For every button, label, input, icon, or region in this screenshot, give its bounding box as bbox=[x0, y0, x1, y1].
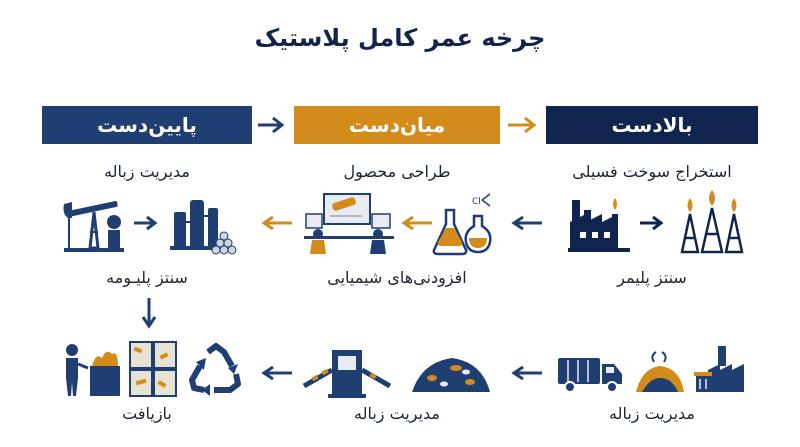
oil-pump-icon bbox=[63, 201, 124, 252]
product-design-icon bbox=[304, 193, 394, 254]
arrow-right-icon bbox=[640, 215, 664, 231]
arrow-left-icon bbox=[511, 215, 542, 231]
garbage-truck-icon bbox=[558, 358, 622, 393]
chemical-flask-icon: Cl bbox=[432, 193, 492, 256]
label-product-design: طراحی محصول bbox=[343, 162, 451, 181]
label-polymer-synthesis-right: سنتز پلیمر bbox=[617, 268, 687, 287]
recycle-icon bbox=[189, 343, 241, 396]
label-polymer-synthesis-left: سنتز پلیـومه bbox=[106, 268, 188, 287]
stage-upstream: بالادست bbox=[546, 106, 758, 144]
stage-midstream: میان‌دست bbox=[294, 106, 500, 144]
arrow-left-icon bbox=[511, 365, 542, 381]
arrow-left-icon bbox=[261, 215, 292, 231]
waste-facility-icon bbox=[694, 346, 744, 392]
label-waste-management-mid: مدیریت زباله bbox=[353, 404, 440, 423]
svg-text:Cl: Cl bbox=[472, 197, 481, 207]
label-waste-management-right: مدیریت زباله bbox=[608, 404, 695, 423]
stage-arrow-2 bbox=[508, 116, 537, 134]
label-chemical-additives: افزودنی‌های شیمیایی bbox=[327, 268, 467, 287]
label-fossil-extraction: استخراج سوخت فسیلی bbox=[572, 162, 732, 181]
page-title: چرخه عمر کامل پلاستیک bbox=[254, 24, 546, 52]
oil-derrick-icon bbox=[680, 190, 744, 254]
plastic-bales-icon bbox=[129, 341, 177, 397]
stage-arrow-1 bbox=[258, 116, 285, 134]
arrow-down-icon bbox=[141, 298, 157, 329]
waste-pile-icon bbox=[636, 351, 684, 392]
chemical-plant-icon bbox=[170, 200, 237, 255]
label-recycling: بازیافت bbox=[122, 404, 172, 423]
sorting-machine-icon bbox=[302, 350, 392, 398]
arrow-left-icon bbox=[261, 365, 292, 381]
landfill-icon bbox=[412, 358, 490, 392]
stage-downstream: پایین‌دست bbox=[42, 106, 252, 144]
label-waste-management-top: مدیریت زباله bbox=[103, 162, 190, 181]
arrow-left-icon bbox=[401, 215, 432, 231]
arrow-right-icon bbox=[134, 215, 158, 231]
factory-icon bbox=[568, 198, 630, 252]
recycling-person-icon bbox=[66, 344, 120, 396]
